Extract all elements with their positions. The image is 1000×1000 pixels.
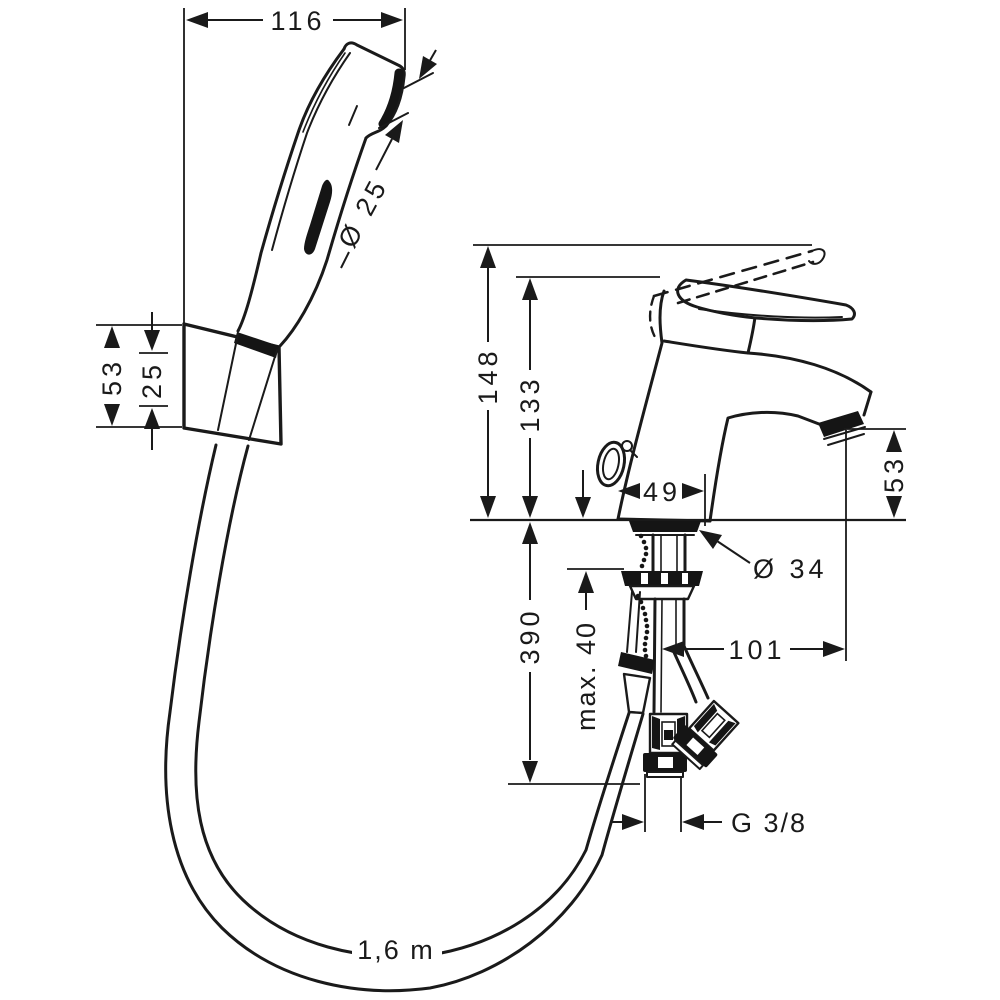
- handshower-grip-left-edge: [236, 47, 346, 333]
- lever-raised-left-dash: [648, 294, 658, 341]
- dim-label-101: 101: [728, 635, 785, 665]
- handshower: [236, 41, 406, 348]
- handshower-grip-right-edge: [278, 136, 368, 348]
- lever-handle: [676, 278, 856, 323]
- shower-hose: 1,6 m: [164, 443, 645, 993]
- dim-max-mounting-thickness: max. 40: [567, 470, 624, 731]
- dim-label-53-holder: 53: [97, 358, 127, 396]
- dim-holder: 53 25: [96, 312, 182, 450]
- neck-line: [348, 105, 358, 126]
- dim-spray-face-diameter: Ø 25: [332, 49, 437, 269]
- lever-raised-top-dash: [652, 249, 814, 298]
- lever-inner-line: [698, 308, 843, 319]
- dim-label-o34: Ø 34: [753, 554, 828, 584]
- hose-outer-wall: [164, 443, 645, 993]
- angled-hose: [671, 644, 710, 704]
- spout-top: [662, 339, 873, 394]
- faucet-body-left: [616, 289, 666, 521]
- dim-label-116: 116: [270, 6, 325, 36]
- grip-slider-slot: [304, 179, 333, 255]
- dim-label-53-spout: 53: [879, 455, 909, 493]
- cartridge-cover: [746, 315, 757, 355]
- dim-label-133: 133: [515, 375, 545, 432]
- lever-raised-tip: [808, 248, 826, 265]
- hose-nipple: [622, 672, 652, 715]
- dim-handshower-width: 116: [183, 6, 406, 324]
- dim-deck-hole-diameter: Ø 34: [699, 530, 828, 584]
- mounting-nut: [621, 571, 703, 601]
- hose-inner-wall: [194, 444, 631, 959]
- supply-shank: [652, 597, 686, 714]
- shank-inner: [660, 534, 678, 572]
- spray-face-band: [378, 68, 404, 129]
- dim-label-390: 390: [515, 607, 545, 664]
- dim-label-g38: G 3/8: [731, 808, 807, 838]
- dim-spout-outlet-height: 53: [844, 428, 909, 518]
- dim-base-depth: 49: [618, 474, 706, 526]
- basin-mixer: [470, 248, 906, 778]
- dim-label-148: 148: [473, 347, 503, 404]
- supply-connector-angled: [671, 699, 740, 771]
- dim-spout-reach: 101: [662, 430, 847, 665]
- dim-body-height: 133: [515, 276, 660, 518]
- spout-edge: [862, 390, 873, 417]
- handshower-inner-wall-2: [302, 52, 346, 133]
- dim-label-max40: max. 40: [571, 621, 601, 731]
- handshower-inner-wall: [271, 52, 351, 251]
- base-gasket: [629, 521, 701, 532]
- pull-rod: [626, 591, 641, 653]
- hose-label-backing: [352, 932, 442, 964]
- faucet-body-right: [708, 410, 821, 523]
- dim-total-height: 148: [473, 244, 812, 518]
- holder-dark-band: [234, 332, 279, 358]
- faucet-base: [616, 517, 712, 523]
- handshower-head-outline: [342, 41, 406, 140]
- rod-clevis: [618, 652, 655, 674]
- supply-shank-inner: [660, 598, 677, 713]
- dim-label-25-holder: 25: [137, 361, 167, 399]
- wall-holder: [182, 322, 283, 446]
- dim-connection-thread: G 3/8: [611, 774, 807, 838]
- grip-through-holder: [217, 333, 278, 441]
- dim-label-49: 49: [643, 477, 681, 507]
- pull-ring: [595, 440, 638, 488]
- lever-raised-bottom-dash: [676, 260, 815, 305]
- aerator-band: [818, 411, 864, 437]
- shank-tube: [651, 533, 687, 573]
- dim-below-deck-length: 390: [508, 522, 640, 785]
- hose-length-label: 1,6 m: [357, 935, 435, 965]
